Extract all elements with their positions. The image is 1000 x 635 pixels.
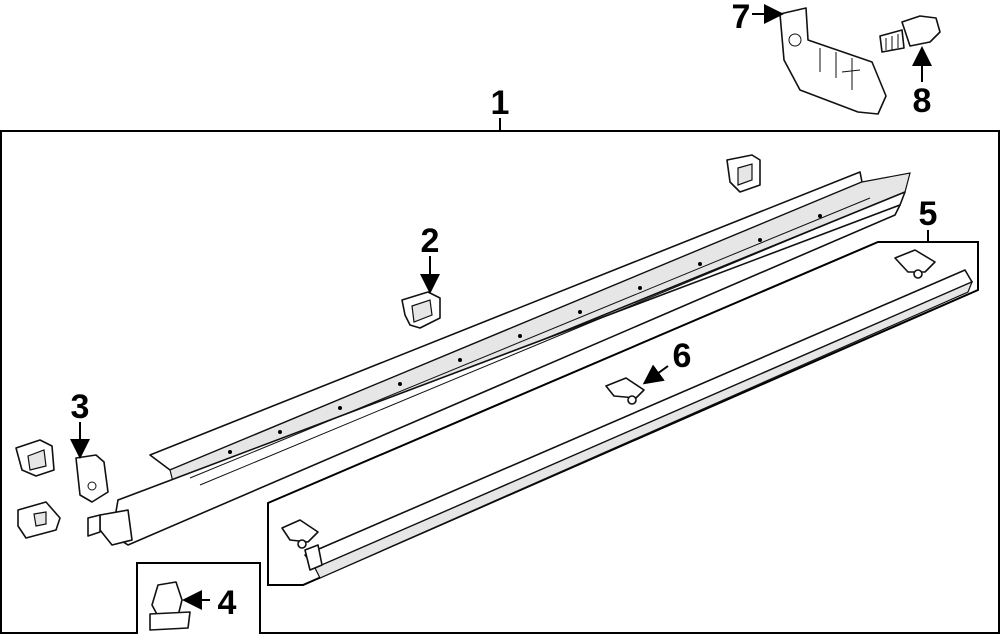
rocker-clip-holes (228, 214, 822, 454)
clip-part-6 (605, 364, 669, 405)
rocker-panel (87, 171, 911, 546)
push-clip-part-4 (149, 581, 210, 631)
bracket-part-3 (70, 422, 109, 503)
callout-8: 8 (913, 82, 932, 120)
callout-6: 6 (673, 337, 692, 375)
molding-subframe (267, 241, 979, 586)
rocker-top-clip (726, 154, 761, 193)
callout-1: 1 (491, 84, 510, 122)
loose-clip-upper (15, 439, 55, 477)
assembly-frame (0, 130, 1000, 634)
side-molding-part-5 (304, 269, 974, 579)
callout-5: 5 (919, 195, 938, 233)
callout-7: 7 (732, 0, 751, 36)
callout-4: 4 (218, 584, 237, 622)
bracket-part-7 (752, 4, 887, 115)
loose-clip-lower (17, 501, 61, 539)
clip-part-2 (401, 256, 441, 329)
molding-clip-left (281, 519, 319, 549)
callout-2: 2 (421, 222, 440, 260)
bolt-part-8 (879, 15, 941, 82)
molding-clip-right (894, 249, 936, 279)
callout-3: 3 (71, 388, 90, 426)
